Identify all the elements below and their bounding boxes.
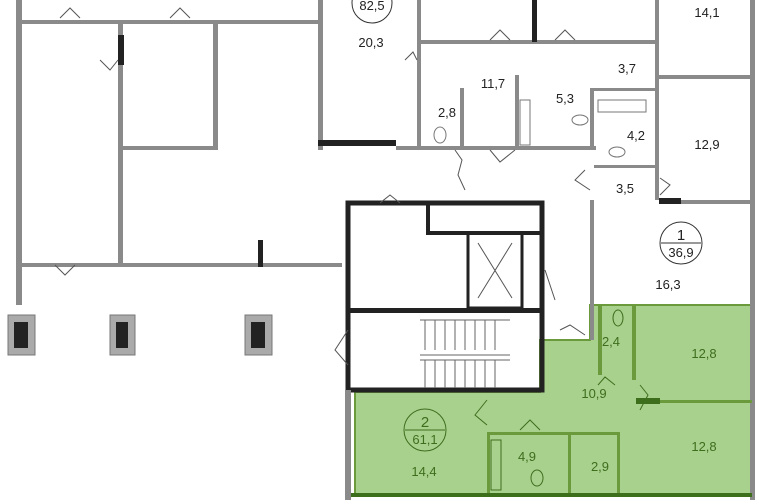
bathtub-icon bbox=[597, 99, 647, 113]
wall bbox=[348, 308, 542, 313]
column bbox=[116, 322, 128, 348]
wall bbox=[590, 88, 655, 91]
wall bbox=[118, 146, 218, 150]
wall bbox=[22, 263, 342, 267]
wall bbox=[659, 200, 755, 204]
wall bbox=[655, 75, 755, 79]
apartment-badge[interactable] bbox=[403, 408, 447, 452]
wall bbox=[460, 88, 464, 148]
wall bbox=[258, 240, 263, 267]
wall bbox=[318, 0, 323, 150]
toilet-icon bbox=[608, 146, 626, 158]
column bbox=[251, 322, 265, 348]
toilet-icon bbox=[530, 469, 544, 487]
room-area: 2,9 bbox=[591, 459, 609, 474]
door bbox=[404, 29, 671, 196]
wall bbox=[318, 140, 396, 146]
apartment-area: 61,1 bbox=[412, 432, 437, 447]
room-area: 5,3 bbox=[556, 91, 574, 106]
bathtub-icon bbox=[490, 439, 502, 491]
wall bbox=[213, 20, 218, 150]
wall bbox=[417, 0, 421, 150]
wall bbox=[598, 305, 602, 375]
door bbox=[474, 376, 649, 431]
wall bbox=[345, 390, 351, 500]
wall bbox=[487, 432, 617, 435]
apartment-area: 82,5 bbox=[359, 0, 384, 13]
apartment-area: 36,9 bbox=[668, 245, 693, 260]
wall bbox=[636, 398, 660, 404]
wall bbox=[659, 198, 681, 204]
wall bbox=[594, 165, 659, 168]
stairs-icon bbox=[420, 319, 510, 388]
room-area: 14,4 bbox=[411, 464, 436, 479]
room-area: 2,8 bbox=[438, 105, 456, 120]
room-area: 16,3 bbox=[655, 277, 680, 292]
wall bbox=[617, 432, 620, 495]
wall bbox=[22, 20, 318, 24]
wall bbox=[750, 0, 755, 500]
room-area: 14,1 bbox=[694, 5, 719, 20]
wall bbox=[118, 20, 123, 265]
wall bbox=[16, 0, 22, 305]
apartment-badge bbox=[351, 0, 393, 24]
room-area: 2,4 bbox=[602, 334, 620, 349]
room-area: 4,9 bbox=[518, 449, 536, 464]
room-area: 4,2 bbox=[627, 128, 645, 143]
elevator-icon bbox=[477, 242, 513, 299]
room-area: 12,8 bbox=[691, 439, 716, 454]
shafts bbox=[426, 201, 544, 235]
room-area: 11,7 bbox=[481, 76, 505, 91]
room-area: 10,9 bbox=[581, 386, 606, 401]
room-area: 3,7 bbox=[618, 61, 636, 76]
wall bbox=[532, 0, 537, 42]
column bbox=[14, 322, 28, 348]
wall bbox=[351, 493, 752, 497]
apartment-number: 2 bbox=[421, 414, 429, 431]
toilet-icon bbox=[612, 309, 624, 327]
room-area: 12,9 bbox=[694, 137, 719, 152]
wall bbox=[636, 400, 752, 403]
bathtub-icon bbox=[519, 99, 531, 146]
wall bbox=[632, 305, 636, 380]
room-area: 3,5 bbox=[616, 181, 634, 196]
room-area: 12,8 bbox=[691, 346, 716, 361]
wall bbox=[590, 200, 594, 340]
door bbox=[334, 194, 586, 366]
apartment-number: 1 bbox=[677, 227, 685, 244]
wall bbox=[590, 90, 594, 150]
wall bbox=[655, 0, 659, 200]
wall bbox=[118, 35, 124, 65]
wall bbox=[568, 432, 571, 495]
toilet-icon bbox=[433, 126, 447, 144]
door bbox=[54, 7, 191, 276]
wall bbox=[515, 75, 519, 150]
toilet-icon bbox=[571, 114, 589, 126]
wall bbox=[396, 146, 596, 150]
room-area: 20,3 bbox=[358, 35, 383, 50]
wall bbox=[487, 432, 490, 495]
elevator bbox=[466, 231, 524, 310]
